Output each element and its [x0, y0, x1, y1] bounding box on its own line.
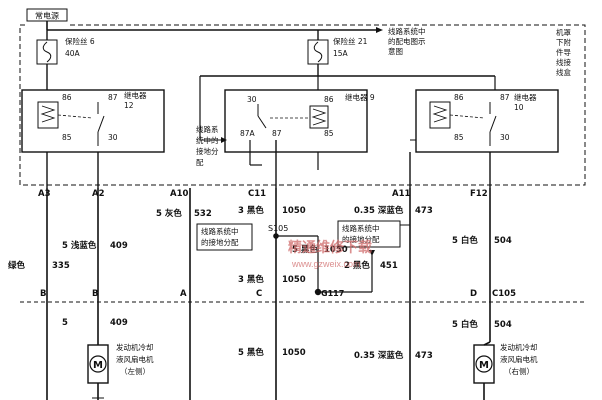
- wire-504a-circuit: 504: [494, 236, 512, 246]
- relay12-coil: [37, 101, 59, 129]
- relay10-coil: [429, 101, 451, 129]
- conn-mid-c: C: [256, 289, 262, 299]
- relay12-link: [57, 114, 93, 119]
- wire-532-circuit: 532: [194, 209, 212, 219]
- wire-451-color: 2 黑色: [344, 260, 370, 271]
- relay10-pin-87: 87: [500, 93, 510, 102]
- relay10-pin-30: 30: [500, 133, 510, 142]
- conn-mid-d: D: [470, 289, 477, 299]
- power-bus-arrow: [376, 27, 383, 33]
- motor-right-m: M: [479, 360, 489, 371]
- relay9-pin-87a: 87A: [240, 129, 256, 138]
- relay9-coil: [309, 105, 329, 129]
- ground-box2-text: 线路系统中的接地分配: [342, 223, 380, 244]
- splice-s105-label: S105: [268, 224, 288, 233]
- relay9-coil-winding: [311, 108, 327, 126]
- wire-504a-color: 5 白色: [452, 235, 478, 246]
- conn-a3: A3: [38, 189, 51, 199]
- relay10-pin-85: 85: [454, 133, 464, 142]
- relay9-pin-85: 85: [324, 129, 334, 138]
- ground-box1: [196, 223, 253, 251]
- wire-473a-circuit: 473: [415, 206, 433, 216]
- conn-f12: F12: [470, 189, 488, 199]
- wire-451-circuit: 451: [380, 261, 398, 271]
- relay10-link: [449, 114, 485, 119]
- wire-409b-color: 5: [62, 318, 68, 328]
- conn-mid-c105: C105: [492, 289, 516, 299]
- wire-1050b-color: 5 黑色: [292, 244, 318, 255]
- fuse6-label: 保险丝 6: [65, 36, 95, 46]
- relay9-box: [224, 89, 368, 153]
- conn-mid-a: A: [180, 289, 187, 299]
- relay12-pin-87: 87: [108, 93, 118, 102]
- motor-left-symbol: [89, 355, 107, 373]
- relay10-switch: [489, 115, 497, 133]
- relay9-pin-86: 86: [324, 95, 334, 104]
- ground-box2-arrow: [369, 250, 375, 256]
- relay9-ground-arrow: [221, 137, 227, 143]
- ground-g117-dot: [314, 288, 322, 296]
- relay12-pin-85: 85: [62, 133, 72, 142]
- wire-504b-color: 5 白色: [452, 319, 478, 330]
- fuse6-rating: 40A: [65, 49, 81, 58]
- wire-335-color: 绿色: [8, 260, 26, 271]
- junction-box-outline: [19, 24, 586, 186]
- wire-473b-circuit: 473: [415, 351, 433, 361]
- relay10-pin-86: 86: [454, 93, 464, 102]
- relay9-pin-30: 30: [247, 95, 257, 104]
- motor-right-label: 发动机冷却液风扇电机（右侧）: [500, 342, 538, 376]
- wire-473b-color: 0.35 深蓝色: [354, 350, 404, 361]
- wire-1050b-circuit: 1050: [324, 245, 348, 255]
- motor-left-m: M: [93, 360, 103, 371]
- wire-335-circuit: 335: [52, 261, 70, 271]
- wire-409a-circuit: 409: [110, 241, 128, 251]
- wire-409b-circuit: 409: [110, 318, 128, 328]
- relay9-switch: [257, 115, 267, 129]
- conn-mid-b0: B: [40, 289, 46, 299]
- relay9-pin-87: 87: [272, 129, 282, 138]
- relay12-coil-winding: [40, 105, 56, 123]
- wire-504b-circuit: 504: [494, 320, 512, 330]
- wire-473a-color: 0.35 深蓝色: [354, 205, 404, 216]
- wire-1050c-circuit: 1050: [282, 275, 306, 285]
- relay12-pin-86: 86: [62, 93, 72, 102]
- watermark-title: 精通维修下载: [288, 239, 372, 255]
- wire-409a-color: 5 浅蓝色: [62, 240, 97, 251]
- conn-a10: A10: [170, 189, 188, 199]
- conn-c11: C11: [248, 189, 266, 199]
- fuse-note: 线路系统中的配电图示意图: [388, 26, 426, 56]
- conn-mid-b1: B: [92, 289, 98, 299]
- wire-1050a-color: 3 黑色: [238, 205, 264, 216]
- wire-1050d-color: 5 黑色: [238, 347, 264, 358]
- fuse21-label: 保险丝 21: [333, 36, 368, 46]
- watermark-url: www.gzweix.com: [291, 259, 361, 269]
- wire-1050c-color: 3 黑色: [238, 274, 264, 285]
- wire-1050d-circuit: 1050: [282, 348, 306, 358]
- power-source-label: 常电源: [35, 11, 59, 21]
- ground-note: 线路系统中的接地分配: [196, 124, 219, 167]
- relay9-label: 继电器 9: [345, 92, 375, 102]
- ground-box2: [337, 220, 401, 248]
- fuse6-element: [42, 41, 52, 63]
- wire-532-color: 5 灰色: [156, 208, 182, 219]
- relay10-coil-winding: [432, 105, 448, 123]
- ground-g117-label: G117: [321, 289, 344, 298]
- relay12-pin-30: 30: [108, 133, 118, 142]
- motor-right-symbol: [475, 355, 493, 373]
- wire-1050a-circuit: 1050: [282, 206, 306, 216]
- motor-right-lead-in: [483, 341, 491, 346]
- fuse21-element: [313, 41, 323, 63]
- ground-box1-text: 线路系统中的接地分配: [201, 226, 239, 247]
- motor-left-label: 发动机冷却液风扇电机（左侧）: [116, 342, 154, 376]
- conn-a11: A11: [392, 189, 410, 199]
- junction-box-label: 机罩下附件导线接线盒: [556, 27, 571, 77]
- fuse21-rating: 15A: [333, 49, 349, 58]
- relay12-switch: [97, 115, 105, 133]
